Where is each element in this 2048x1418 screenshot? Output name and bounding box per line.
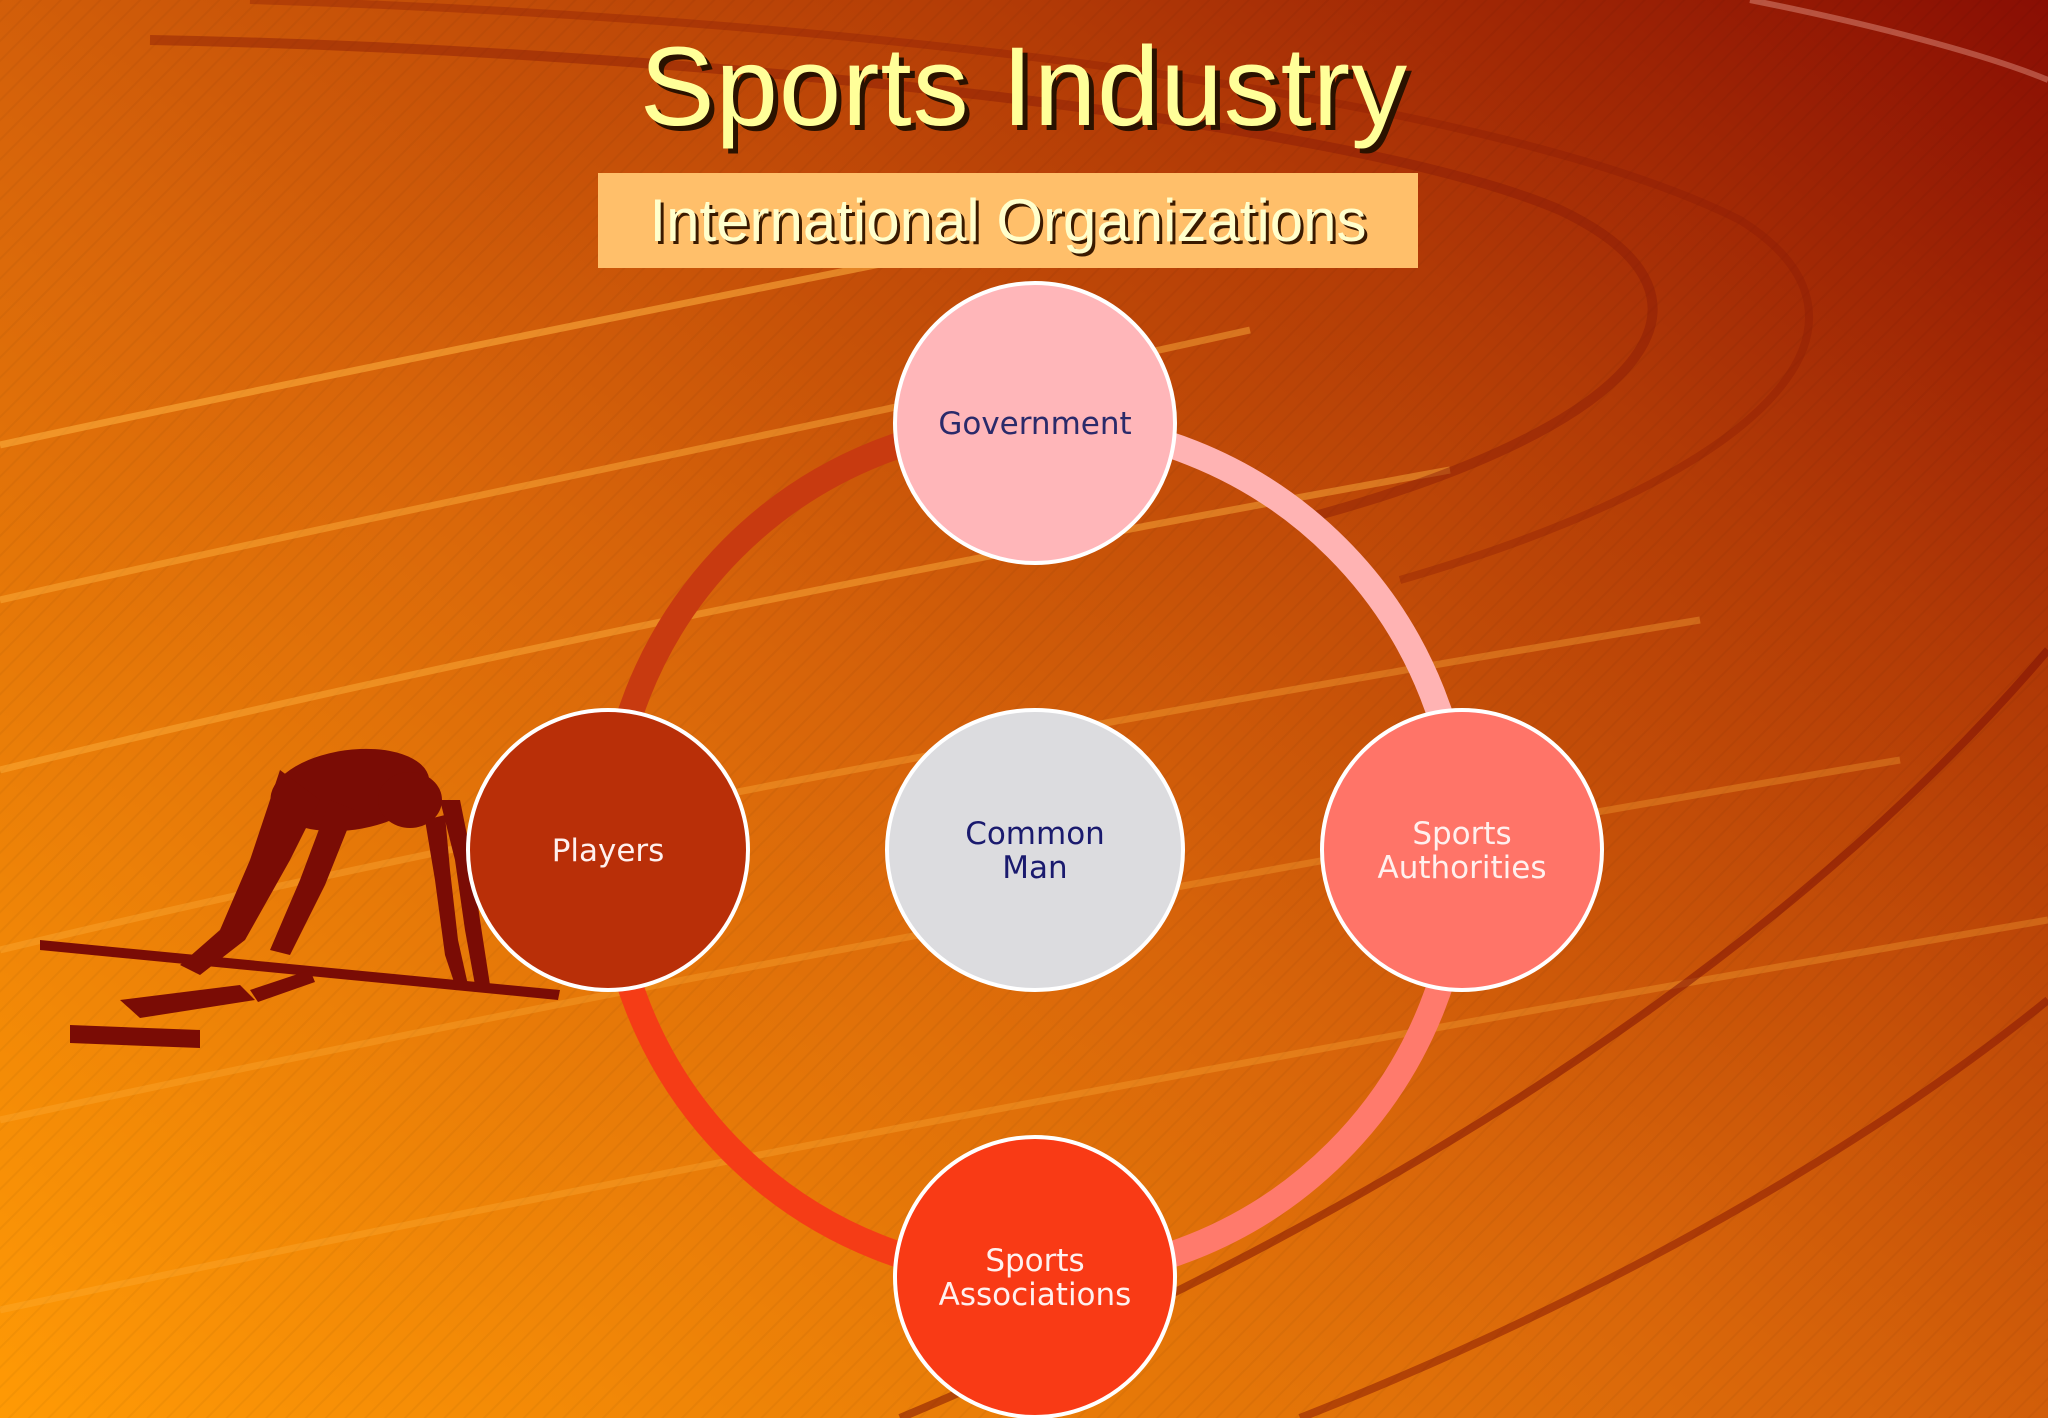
node-label: Sports bbox=[985, 1243, 1084, 1279]
slide-subtitle: International Organizations bbox=[649, 187, 1367, 254]
node-circle bbox=[893, 1135, 1177, 1418]
node-label: Common bbox=[965, 816, 1105, 852]
node-label: Players bbox=[552, 833, 665, 869]
node-label: Man bbox=[1002, 850, 1067, 886]
subtitle-box: International Organizations bbox=[598, 173, 1418, 268]
node-circle bbox=[466, 708, 750, 992]
node-circle bbox=[893, 281, 1177, 565]
node-circle bbox=[1320, 708, 1604, 992]
slide-title: Sports Industry bbox=[639, 24, 1409, 149]
node-label: Government bbox=[938, 406, 1131, 442]
center-node-circle bbox=[885, 708, 1185, 992]
node-label: Associations bbox=[939, 1277, 1132, 1313]
node-label: Authorities bbox=[1378, 850, 1547, 886]
cycle-nodes: GovernmentSportsAuthoritiesSportsAssocia… bbox=[466, 281, 1604, 1418]
node-players: Players bbox=[466, 708, 750, 992]
runner-silhouette bbox=[40, 748, 560, 1048]
node-label: Sports bbox=[1412, 816, 1511, 852]
node-government: Government bbox=[893, 281, 1177, 565]
